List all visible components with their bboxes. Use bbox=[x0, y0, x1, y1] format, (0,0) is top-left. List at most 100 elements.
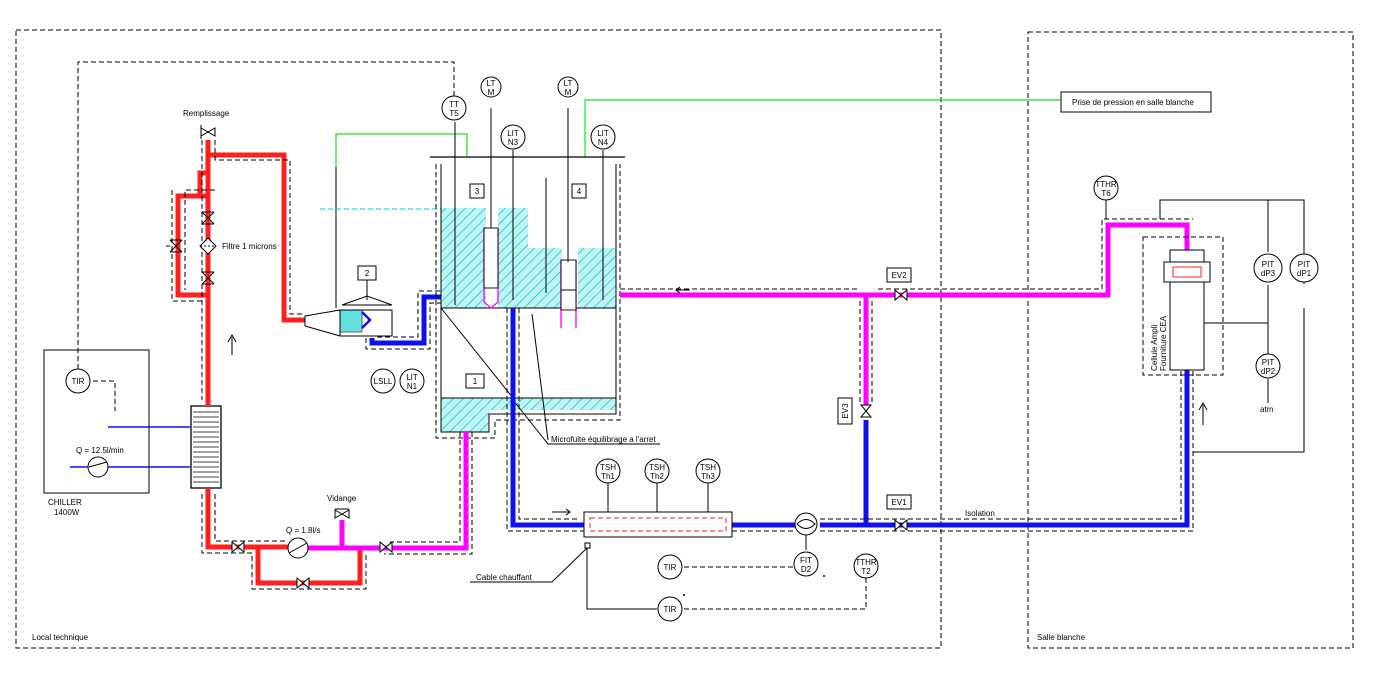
box-3-label: 3 bbox=[475, 187, 480, 196]
bypass-valve[interactable] bbox=[166, 239, 183, 253]
instrument-tthr-t2-line-1: TTHR bbox=[855, 558, 877, 567]
box-4 bbox=[571, 183, 587, 199]
chiller-name: CHILLER bbox=[48, 498, 82, 507]
instrument-pit-dp1-line-2: dP1 bbox=[1297, 269, 1312, 278]
instrument-pit-dp1-line-1: PIT bbox=[1298, 260, 1311, 269]
instrument-tsh-th2-line-1: TSH bbox=[649, 463, 665, 472]
chiller-power: 1400W bbox=[54, 508, 80, 517]
instrument-pit-dp2-line-1: PIT bbox=[1262, 358, 1275, 367]
instrument-tsh-th1-line-2: Th1 bbox=[601, 472, 615, 481]
ev3-valve[interactable] bbox=[859, 404, 873, 418]
ev1-label: EV1 bbox=[891, 498, 907, 507]
box-1 bbox=[465, 373, 485, 389]
instrument-tt-t5-line-1: TT bbox=[449, 100, 459, 109]
cellule-label: Cellule Ampli bbox=[1150, 325, 1159, 371]
chiller-tir: TIR bbox=[65, 368, 91, 394]
filter-valve-bottom[interactable] bbox=[201, 271, 215, 285]
box-3 bbox=[469, 183, 485, 199]
zone-salle-blanche bbox=[1027, 31, 1354, 649]
instrument-lt-m1-line-1: LT bbox=[487, 79, 496, 88]
pump-valve-left[interactable] bbox=[231, 540, 245, 554]
instrument-fit-d2-line-2: D2 bbox=[801, 565, 812, 574]
instrument-lit-n1-line-1: LIT bbox=[406, 373, 418, 382]
instrument-tir-b: TIR bbox=[657, 596, 683, 622]
instrument-lit-n3-line-2: N3 bbox=[508, 138, 519, 147]
vidange-valve[interactable] bbox=[334, 508, 350, 519]
instrument-tthr-t6-line-1: TTHR bbox=[1095, 180, 1117, 189]
instrument-lt-m2: LTM bbox=[557, 76, 579, 98]
filter-symbol bbox=[199, 237, 217, 255]
cable-chauffant-label: Cable chauffant bbox=[476, 573, 533, 582]
atm-label: atm bbox=[1260, 405, 1274, 414]
box-2-label: 2 bbox=[365, 269, 370, 278]
instrument-tir-a: TIR bbox=[657, 554, 683, 580]
compartment-3-water bbox=[441, 208, 486, 308]
pump-valve-right[interactable] bbox=[379, 540, 393, 554]
instrument-lit-n4-line-2: N4 bbox=[598, 138, 609, 147]
pump-flow-label: Q = 1.8l/s bbox=[286, 526, 320, 535]
instrument-pit-dp3-line-2: dP3 bbox=[1261, 269, 1276, 278]
instrument-tsh-th3-line-1: TSH bbox=[700, 463, 716, 472]
instrument-pit-dp2-line-2: dP2 bbox=[1261, 367, 1276, 376]
filtre-label: Filtre 1 microns bbox=[222, 242, 277, 251]
prise-pression-label: Prise de pression en salle blanche bbox=[1072, 98, 1194, 107]
ev3-label: EV3 bbox=[841, 403, 850, 419]
microfuite-label: Microfuite équilibrage a l'arret bbox=[551, 435, 656, 444]
instrument-lsll-line-1: LSLL bbox=[374, 377, 393, 386]
zone-local-technique bbox=[15, 29, 942, 649]
ev1-valve[interactable] bbox=[894, 518, 908, 532]
instrument-tsh-th3-line-2: Th3 bbox=[701, 472, 715, 481]
instrument-tsh-th1-line-1: TSH bbox=[600, 463, 616, 472]
chiller-pump bbox=[87, 456, 109, 478]
isolation-label: Isolation bbox=[965, 509, 995, 518]
instrument-lit-n3-line-1: LIT bbox=[507, 129, 519, 138]
vidange-label: Vidange bbox=[327, 494, 357, 503]
instrument-lsll: LSLL bbox=[370, 368, 396, 394]
ev2-valve[interactable] bbox=[894, 288, 908, 302]
instrument-lit-n1-line-2: N1 bbox=[407, 382, 418, 391]
instrument-lit-n4-line-1: LIT bbox=[597, 129, 609, 138]
instruments-layer: TTT5LTMLTMLITN3LITN4LITN1LSLLTSHTh1TSHTh… bbox=[370, 76, 1319, 622]
box-1-label: 1 bbox=[473, 377, 478, 386]
main-pump bbox=[287, 537, 309, 559]
cellule-boundary bbox=[1142, 236, 1224, 376]
chiller-flow-label: Q = 12.5l/min bbox=[76, 446, 124, 455]
instrument-tir-b-line-1: TIR bbox=[664, 605, 677, 614]
heater bbox=[583, 511, 733, 538]
instrument-tsh-th2-line-2: Th2 bbox=[650, 472, 664, 481]
remplissage-valve[interactable] bbox=[200, 125, 216, 139]
instrument-tthr-t2-line-2: T2 bbox=[861, 567, 871, 576]
fourniture-label: Fourniture CEA bbox=[1159, 315, 1168, 371]
instrument-lt-m1-line-2: M bbox=[488, 88, 495, 97]
instrument-tthr-t6-line-2: T6 bbox=[1101, 189, 1111, 198]
instrument-tir-a-line-1: TIR bbox=[664, 563, 677, 572]
instrument-lt-m2-line-2: M bbox=[565, 88, 572, 97]
remplissage-label: Remplissage bbox=[183, 109, 230, 118]
instrument-fit-d2-line-1: FIT bbox=[800, 556, 812, 565]
pump-valve-bottom[interactable] bbox=[296, 576, 310, 590]
instrument-lt-m2-line-1: LT bbox=[564, 79, 573, 88]
svg-text:TIR: TIR bbox=[72, 377, 85, 386]
zone-local-technique-label: Local technique bbox=[32, 633, 89, 642]
zone-salle-blanche-label: Salle blanche bbox=[1037, 633, 1086, 642]
instrument-tt-t5-line-2: T5 bbox=[449, 109, 459, 118]
ev2-label: EV2 bbox=[891, 271, 907, 280]
box-4-label: 4 bbox=[577, 187, 582, 196]
instrument-pit-dp3-line-1: PIT bbox=[1262, 260, 1275, 269]
filter-valve-top[interactable] bbox=[201, 211, 215, 225]
flow-meter bbox=[794, 512, 818, 536]
